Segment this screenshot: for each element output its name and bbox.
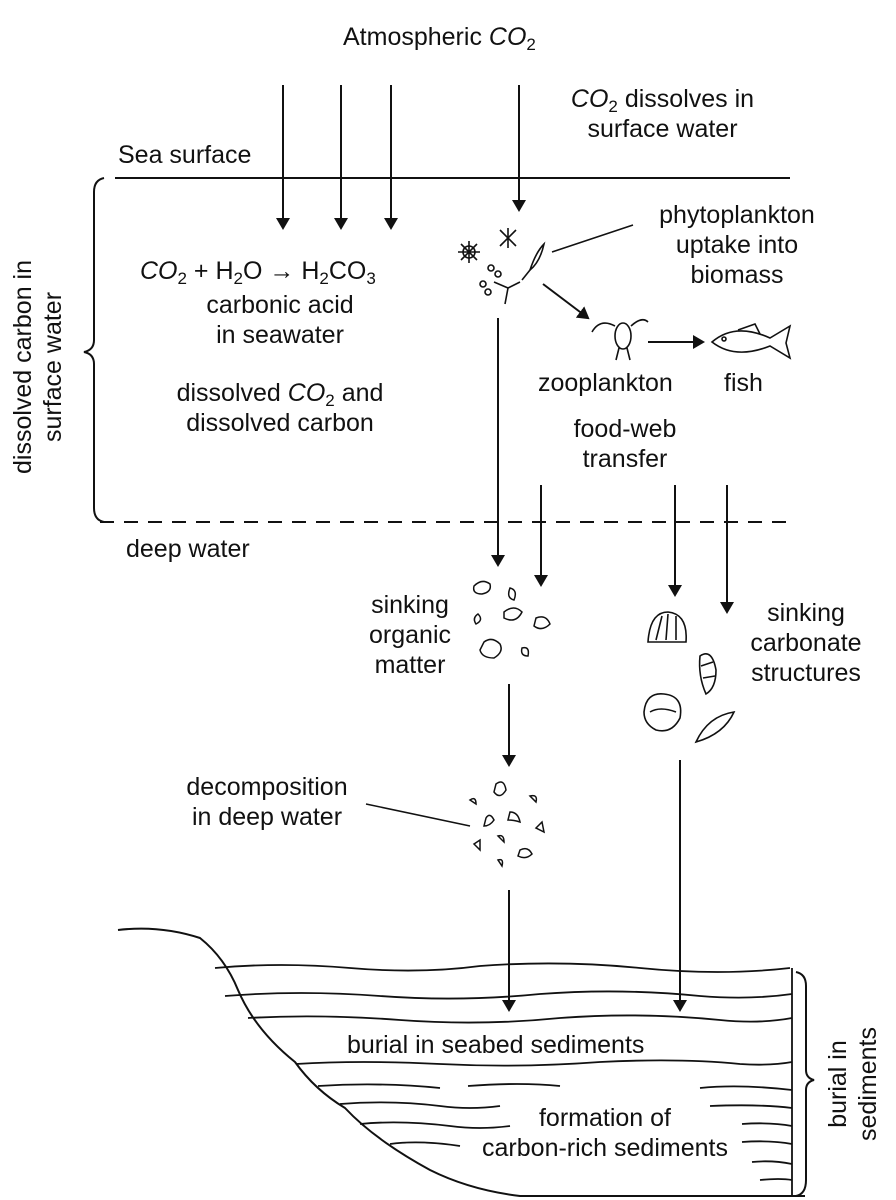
carbonic-acid-label: carbonic acid in seawater (206, 291, 354, 349)
sediment-layers (214, 962, 793, 1181)
phytoplankton-label: phytoplankton uptake into biomass (659, 201, 815, 289)
phyto-to-zoo-arrow (542, 283, 590, 320)
carbonate-shells (643, 611, 736, 744)
burial-bracket-label: burial in sediments (824, 1027, 882, 1141)
sinking-arrows (491, 318, 734, 1012)
organic-matter-particles (472, 580, 551, 659)
sea-surface-label: Sea surface (118, 141, 252, 169)
phytoplankton-icon (458, 228, 546, 305)
co2-dissolves-label: CO2 dissolves in surface water (570, 85, 755, 143)
surface-water-bracket (83, 177, 105, 523)
burial-seabed-label: burial in seabed sediments (347, 1031, 645, 1059)
sediment-bracket (795, 971, 815, 1197)
zooplankton-label: zooplankton (538, 369, 673, 397)
food-web-label: food-web transfer (573, 415, 677, 473)
phyto-leader (551, 224, 634, 253)
atmospheric-co2-label: Atmospheric CO2 (343, 23, 536, 54)
deep-water-label: deep water (126, 535, 250, 563)
carbonic-equation: CO2 + H2O → H2CO3 (140, 257, 376, 288)
decomposition-label: decomposition in deep water (186, 773, 348, 831)
sinking-organic-label: sinking organic matter (369, 591, 451, 679)
surface-carbon-bracket-label: dissolved carbon in surface water (9, 260, 67, 475)
fish-icon (710, 323, 792, 360)
formation-label: formation of carbon-rich sediments (482, 1104, 728, 1162)
decomposition-fragments (468, 781, 546, 868)
decomp-leader (365, 803, 471, 827)
zooplankton-icon (591, 318, 649, 361)
sinking-carbonate-label: sinking carbonate structures (750, 599, 862, 687)
dissolved-co2-label: dissolved CO2 and dissolved carbon (176, 379, 384, 437)
fish-label: fish (724, 369, 763, 397)
co2-arrows (276, 85, 526, 230)
seabed-profile (117, 927, 805, 1197)
